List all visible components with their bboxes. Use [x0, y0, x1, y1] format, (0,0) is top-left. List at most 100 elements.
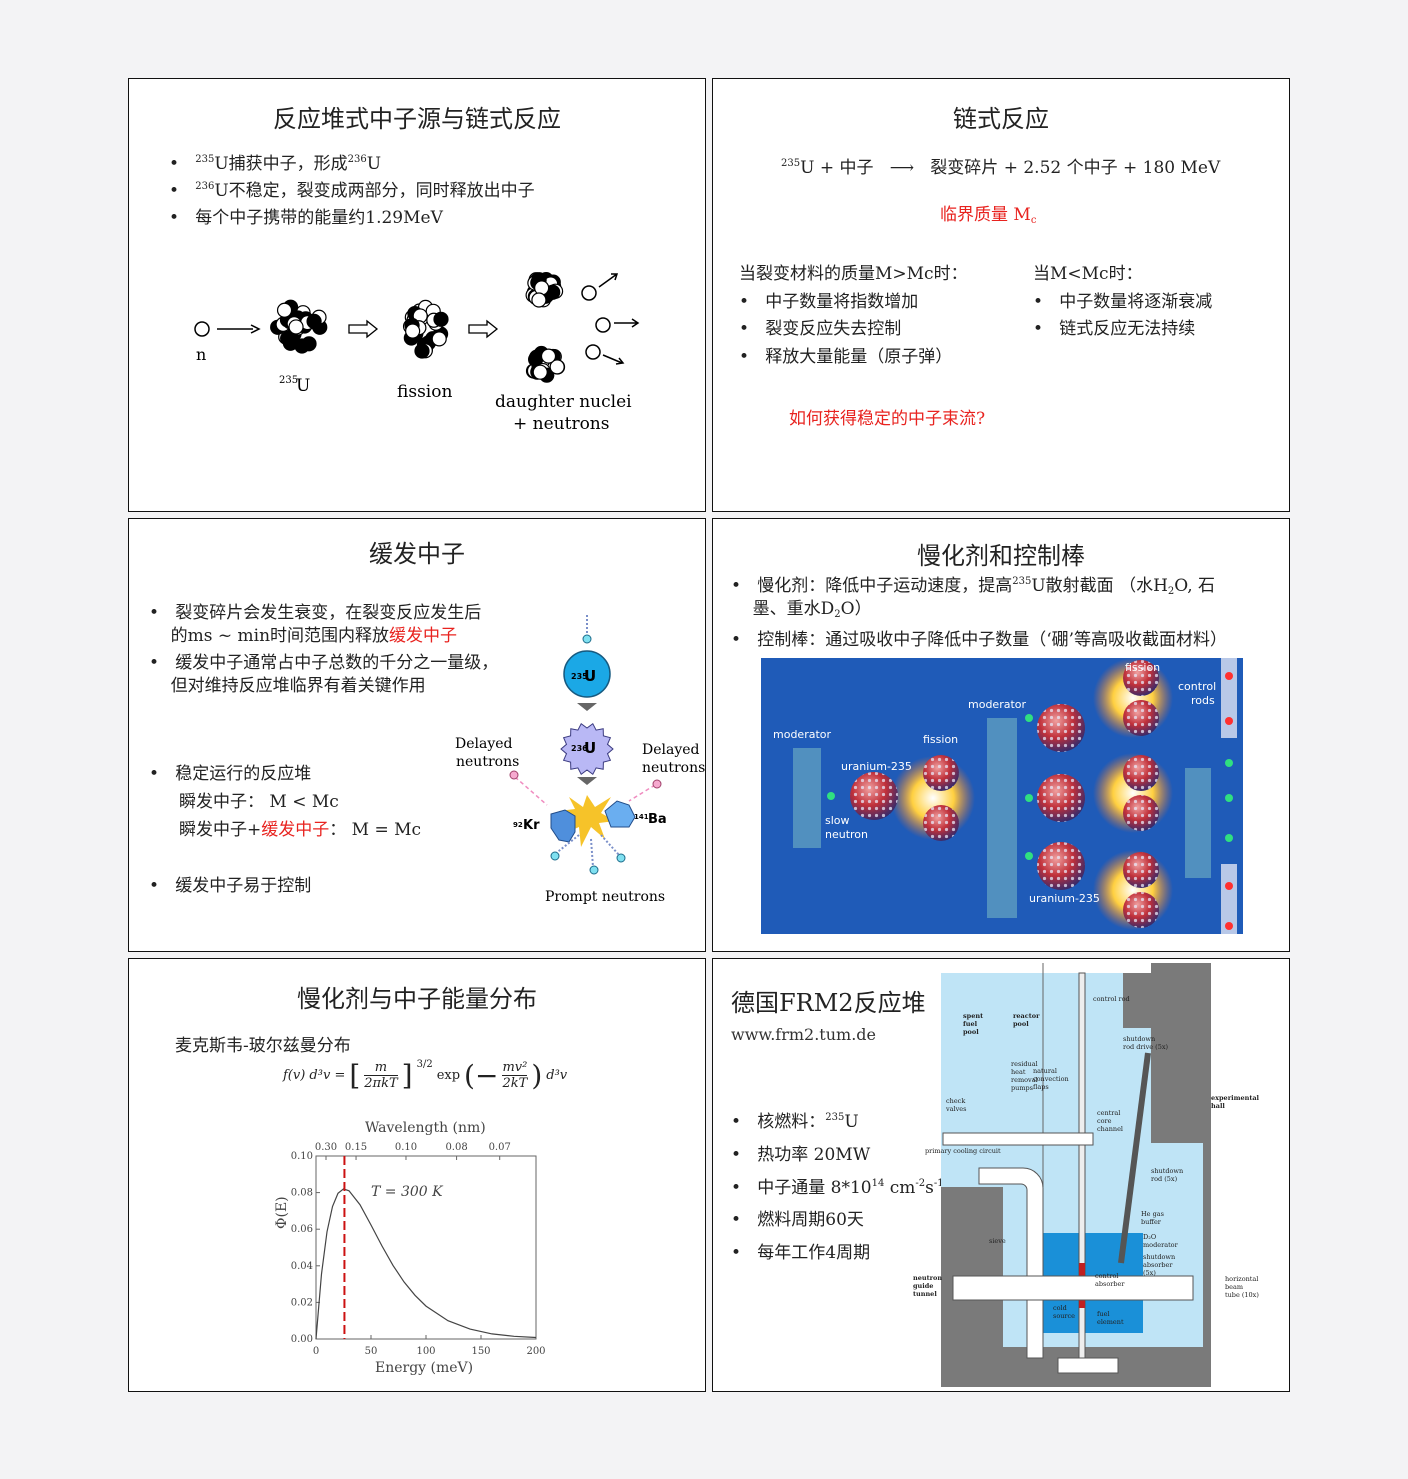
schematic-label-he: buffer [1141, 1218, 1162, 1226]
prompt-neutron-icon [616, 853, 626, 863]
slide-delayed-neutrons: 缓发中子 • 裂变碎片会发生衰变，在裂变反应发生后 的ms ~ min时间范围内… [128, 518, 706, 952]
neutron-icon [1025, 794, 1033, 802]
bullet-item: • 控制棒：通过吸收中子降低中子数量（‘硼’等高吸收截面材料） [731, 630, 1228, 650]
schematic-label-primary: primary cooling circuit [925, 1147, 1001, 1155]
svg-text:U: U [584, 739, 596, 757]
nucleon-icon [531, 292, 547, 308]
svg-text:neutron: neutron [825, 828, 868, 841]
schematic-label-fuel: fuel [1097, 1310, 1110, 1318]
neutron-icon [1225, 834, 1233, 842]
y-tick-label: 0.10 [291, 1151, 313, 1162]
hollow-arrow-icon [348, 319, 379, 339]
label-u: U [296, 376, 310, 396]
slide-frm2-reactor: 德国FRM2反应堆 www.frm2.tum.de • 核燃料：235U • 热… [712, 958, 1290, 1392]
ba-fragment-icon [604, 800, 636, 828]
supercritical-heading: 当裂变材料的质量M>Mc时： [739, 264, 968, 284]
svg-text:moderator: moderator [773, 728, 832, 741]
daughter-nucleus-icon [525, 345, 566, 383]
bullet-item: • 每个中子携带的能量约1.29MeV [169, 208, 443, 228]
top-tick-label: 0.07 [489, 1142, 511, 1153]
slide-title: 链式反应 [953, 105, 1049, 133]
svg-text:Ba: Ba [648, 812, 667, 827]
schematic-label-d2o: D₂O [1143, 1233, 1156, 1241]
schematic-label-control-abs: control [1095, 1272, 1118, 1280]
nucleon-icon [405, 323, 421, 339]
top-tick-label: 0.30 [315, 1142, 337, 1153]
fission-diagram: n 235 U fission daughter nuclei + neutro… [194, 271, 640, 434]
schematic-label-fuel: element [1097, 1318, 1124, 1326]
bullet-item: • 裂变碎片会发生衰变，在裂变反应发生后 的ms ~ min时间范围内释放缓发中… [149, 603, 482, 646]
schematic-label-experimental: experimental [1211, 1094, 1260, 1102]
label-neutrons: + neutrons [513, 414, 609, 434]
slide-title: 缓发中子 [369, 540, 465, 568]
y-tick-label: 0.00 [291, 1334, 313, 1345]
schematic-label-reactor: pool [1013, 1020, 1029, 1028]
top-tick-label: 0.15 [345, 1142, 367, 1153]
down-arrow-icon [577, 777, 597, 785]
bullet-item: • 235U捕获中子，形成236U [169, 154, 382, 174]
slide-title: 德国FRM2反应堆 [731, 989, 926, 1017]
list-item: • 链式反应无法持续 [1033, 319, 1196, 339]
bullet-item: • 稳定运行的反应堆 [149, 764, 312, 784]
schematic-label-check: check [946, 1097, 965, 1105]
schematic-label-spent: fuel [963, 1020, 978, 1028]
schematic-label-control-abs: absorber [1095, 1280, 1125, 1288]
nucleon-icon [433, 311, 449, 327]
schematic-label-natural: flaps [1033, 1083, 1049, 1091]
slide-title: 慢化剂和控制棒 [917, 542, 1085, 570]
neutron-icon [1225, 922, 1233, 930]
neutron-icon [1025, 852, 1033, 860]
schematic-label-cold: cold [1053, 1304, 1067, 1312]
schematic-label-beam: beam [1225, 1283, 1243, 1291]
schematic-label-guide: guide [913, 1282, 933, 1290]
explosion-icon [559, 795, 615, 847]
hollow-arrow-icon [468, 319, 499, 339]
control-rod-icon [1221, 658, 1237, 738]
top-tick-label: 0.10 [395, 1142, 417, 1153]
bullet-item: • 缓发中子易于控制 [149, 876, 312, 896]
schematic-label-central: central [1097, 1109, 1120, 1117]
schematic-label-beam: tube (10x) [1225, 1291, 1259, 1299]
nucleon-icon [431, 331, 447, 347]
neutron-icon [1225, 759, 1233, 767]
top-tick-label: 0.08 [445, 1142, 467, 1153]
prompt-neutron-icon [550, 851, 560, 861]
website-link[interactable]: www.frm2.tum.de [731, 1025, 876, 1044]
list-item: • 中子数量将逐渐衰减 [1033, 292, 1213, 312]
bullet-item: • 燃料周期60天 [731, 1210, 864, 1230]
schematic-label-residual: heat [1011, 1068, 1026, 1076]
neutron-icon [595, 317, 611, 333]
svg-text:fission: fission [923, 733, 958, 746]
svg-text:Kr: Kr [523, 818, 540, 833]
list-item: • 裂变反应失去控制 [739, 319, 902, 339]
svg-text:uranium-235: uranium-235 [841, 760, 912, 773]
x-tick-label: 0 [313, 1346, 319, 1357]
svg-text:235: 235 [571, 672, 588, 681]
reaction-equation: 235U + 中子 ⟶ 裂变碎片 + 2.52 个中子 + 180 MeV [781, 158, 1221, 178]
slide-title: 反应堆式中子源与链式反应 [273, 105, 561, 133]
energy-distribution-chart: Wavelength (nm) Φ(E) Energy (meV) T = 30… [274, 1120, 546, 1376]
label-n: n [196, 345, 206, 364]
nucleon-icon [549, 359, 565, 375]
schematic-label-absorber: (5x) [1143, 1269, 1156, 1277]
svg-text:Prompt neutrons: Prompt neutrons [545, 889, 665, 905]
slide-reactor-neutron-source: 反应堆式中子源与链式反应 • 235U捕获中子，形成236U • 236U不稳定… [128, 78, 706, 512]
bullet-item: • 缓发中子通常占中子总数的千分之一量级， 但对维持反应堆临界有着关键作用 [149, 653, 499, 696]
moderator-icon [793, 748, 821, 848]
y-tick-label: 0.04 [291, 1261, 313, 1272]
schematic-label-absorber: shutdown [1143, 1253, 1175, 1261]
nucleon-icon [540, 348, 557, 364]
bullet-item: • 每年工作4周期 [731, 1243, 871, 1263]
neutron-icon [1225, 717, 1233, 725]
annotation: T = 300 K [371, 1184, 444, 1200]
bullet-item: • 热功率 20MW [731, 1145, 871, 1165]
schematic-label-guide: tunnel [913, 1290, 937, 1298]
svg-text:fission: fission [1125, 661, 1160, 674]
bullet-item: • 核燃料：235U [731, 1112, 859, 1132]
label-fission: fission [397, 382, 452, 402]
y-axis-label: Φ(E) [274, 1196, 290, 1229]
bullet-item: • 236U不稳定，裂变成两部分，同时释放出中子 [169, 181, 535, 201]
